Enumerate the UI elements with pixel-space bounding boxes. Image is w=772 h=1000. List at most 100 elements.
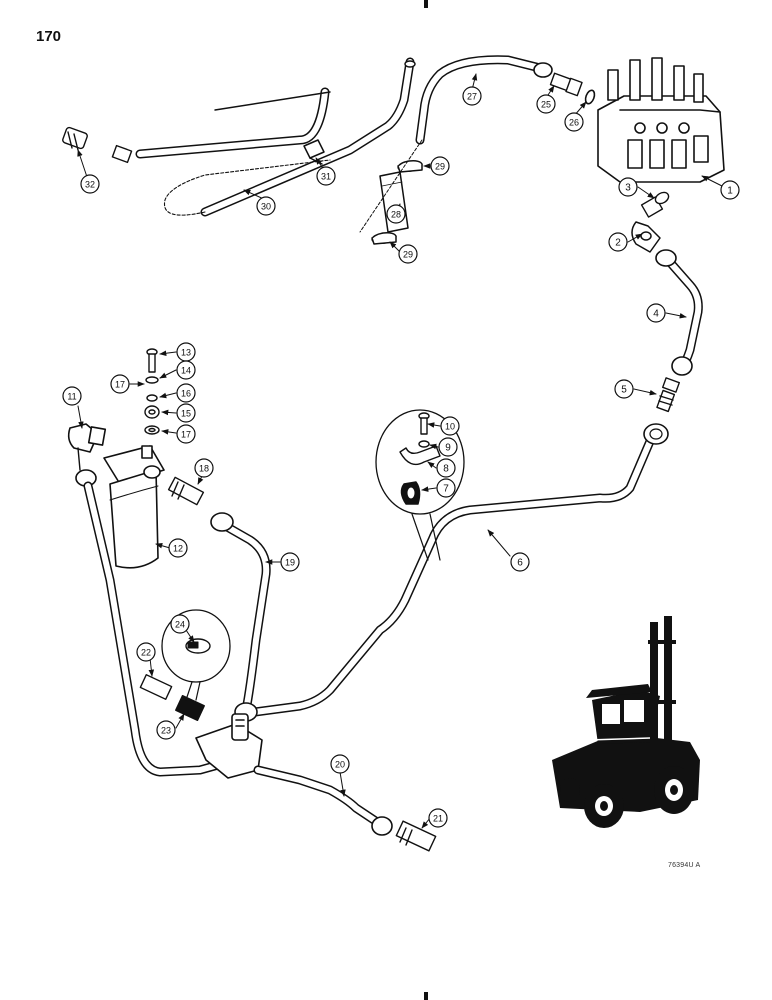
callout-20: 20 xyxy=(330,754,350,774)
registration-mark-bottom xyxy=(424,992,428,1000)
callout-circle xyxy=(256,196,276,216)
callout-number: 29 xyxy=(435,162,445,172)
callout-16: 16 xyxy=(176,383,196,403)
callout-31: 31 xyxy=(316,166,336,186)
callout-number: 32 xyxy=(85,180,95,190)
callout-number: 6 xyxy=(517,558,523,569)
callout-circle xyxy=(398,244,418,264)
callout-number: 11 xyxy=(67,392,76,402)
callout-27: 27 xyxy=(462,86,482,106)
callout-circle xyxy=(386,204,406,224)
callout-circle xyxy=(436,458,456,478)
callout-17: 17 xyxy=(110,374,130,394)
callout-circle xyxy=(194,458,214,478)
callout-number: 15 xyxy=(181,409,191,419)
callout-number: 13 xyxy=(181,348,191,358)
callout-10: 10 xyxy=(440,416,460,436)
callout-circle xyxy=(176,424,196,444)
callout-circle xyxy=(170,614,190,634)
washer-14 xyxy=(145,376,159,384)
callout-number: 18 xyxy=(199,464,209,474)
fitting-32 xyxy=(62,126,133,164)
callout-29: 29 xyxy=(398,244,418,264)
tube-return xyxy=(83,481,241,777)
hose-30 xyxy=(135,57,416,217)
callout-12: 12 xyxy=(168,538,188,558)
fitting-25 xyxy=(549,72,583,97)
detail-circle-clip xyxy=(375,409,465,561)
callout-17: 17 xyxy=(176,424,196,444)
callout-number: 20 xyxy=(335,760,345,770)
callout-circle xyxy=(510,552,530,572)
callout-number: 30 xyxy=(261,202,271,212)
washer-16 xyxy=(146,394,158,402)
grommet-15 xyxy=(144,405,160,419)
callout-circle xyxy=(618,177,638,197)
tube-20 xyxy=(253,765,393,836)
callout-29: 29 xyxy=(430,156,450,176)
callout-number: 29 xyxy=(403,250,413,260)
callout-23: 23 xyxy=(156,720,176,740)
fitting-22 xyxy=(139,674,173,700)
callout-18: 18 xyxy=(194,458,214,478)
callout-circle xyxy=(136,642,156,662)
tube-6 xyxy=(250,423,669,717)
callout-number: 22 xyxy=(141,648,151,658)
page-number: 170 xyxy=(36,28,62,45)
callout-number: 2 xyxy=(615,238,621,249)
callout-number: 10 xyxy=(445,422,455,432)
clamp-29-bottom xyxy=(371,232,397,245)
callout-number: 27 xyxy=(467,92,477,102)
callout-number: 8 xyxy=(443,464,449,475)
callout-2: 2 xyxy=(608,232,628,252)
callout-number: 19 xyxy=(285,558,295,568)
guide-line-28 xyxy=(359,139,423,233)
callout-circle xyxy=(436,478,456,498)
registration-mark-top xyxy=(424,0,428,8)
callout-circle xyxy=(316,166,336,186)
callout-circle xyxy=(430,156,450,176)
callout-circle xyxy=(176,383,196,403)
callout-4: 4 xyxy=(646,303,666,323)
callout-3: 3 xyxy=(618,177,638,197)
o-ring-26 xyxy=(584,89,596,105)
fitting-3 xyxy=(640,191,670,218)
callout-circle xyxy=(564,112,584,132)
washer-17 xyxy=(144,425,160,435)
fitting-5 xyxy=(656,377,680,413)
callout-circle xyxy=(110,374,130,394)
callout-circle xyxy=(614,379,634,399)
callout-9: 9 xyxy=(438,437,458,457)
callout-28: 28 xyxy=(386,204,406,224)
callout-number: 17 xyxy=(115,380,125,390)
callout-circle xyxy=(62,386,82,406)
callout-7: 7 xyxy=(436,478,456,498)
callout-circle xyxy=(156,720,176,740)
callout-number: 12 xyxy=(173,544,183,554)
callout-number: 26 xyxy=(569,118,579,128)
callout-circle xyxy=(720,180,740,200)
callout-24: 24 xyxy=(170,614,190,634)
callout-circle xyxy=(176,403,196,423)
callout-number: 21 xyxy=(433,814,443,824)
callout-13: 13 xyxy=(176,342,196,362)
callout-circle xyxy=(536,94,556,114)
callout-number: 31 xyxy=(321,172,331,182)
callout-number: 16 xyxy=(181,389,191,399)
callout-circle xyxy=(176,360,196,380)
callout-21: 21 xyxy=(428,808,448,828)
callout-32: 32 xyxy=(80,174,100,194)
callout-circle xyxy=(330,754,350,774)
callout-number: 4 xyxy=(653,309,659,320)
callout-6: 6 xyxy=(510,552,530,572)
callout-number: 14 xyxy=(181,366,191,376)
callout-number: 9 xyxy=(445,443,451,454)
reference-code: 76394U A xyxy=(668,862,701,869)
callout-circle xyxy=(438,437,458,457)
callout-number: 3 xyxy=(625,183,631,194)
callout-number: 28 xyxy=(391,210,401,220)
callout-26: 26 xyxy=(564,112,584,132)
callout-14: 14 xyxy=(176,360,196,380)
